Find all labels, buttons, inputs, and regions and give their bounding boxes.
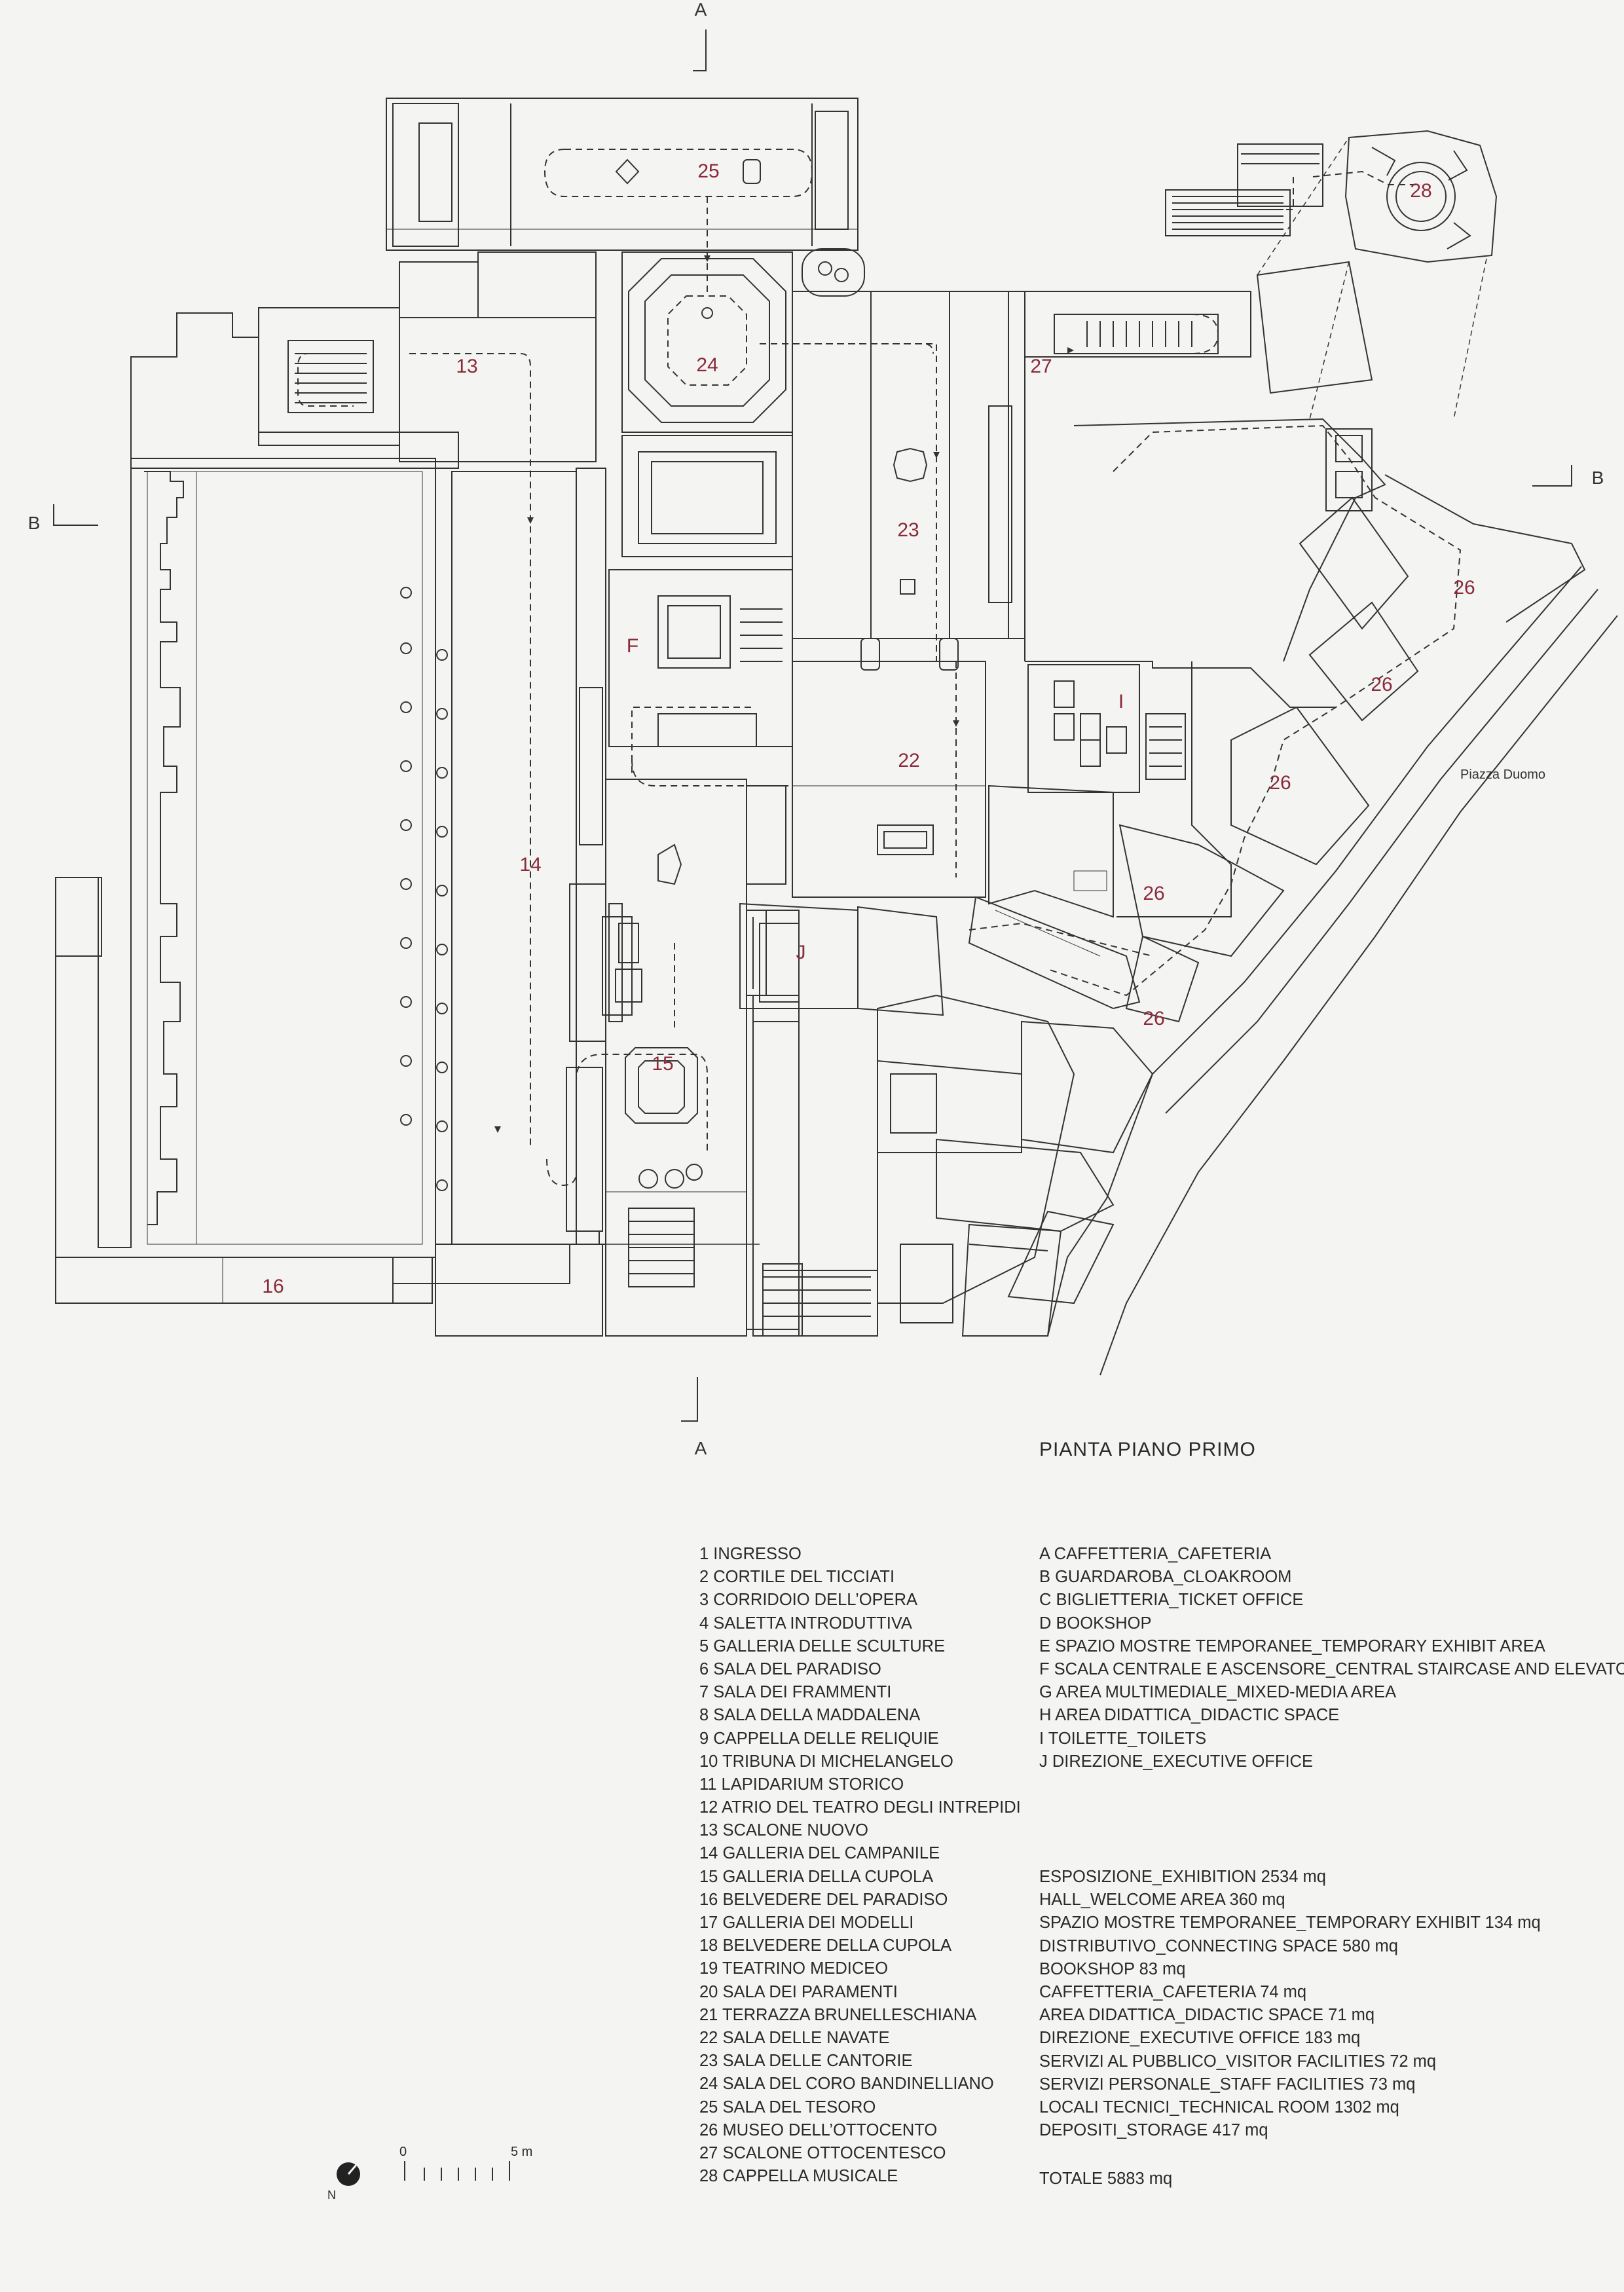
room-label-16: 16 — [262, 1276, 284, 1297]
north-arrow-icon — [337, 2162, 360, 2186]
legend-total: TOTALE 5883 mq — [1039, 2170, 1173, 2188]
section-marks — [53, 29, 1572, 1422]
legend-room-item: 5 GALLERIA DELLE SCULTURE — [699, 1636, 946, 1655]
legend-services: A CAFFETTERIA_CAFETERIA B GUARDAROBA_CLO… — [1039, 1543, 1624, 1773]
legend-room-item: 25 SALA DEL TESORO — [699, 2098, 876, 2116]
legend-area-item: HALL_WELCOME AREA 360 mq — [1039, 1891, 1285, 1910]
block-16 — [55, 1244, 878, 1337]
piazza-edge — [1047, 566, 1618, 1376]
legend-service-item: I TOILETTE_TOILETS — [1039, 1729, 1207, 1748]
scale-label-max: 5 m — [511, 2145, 533, 2159]
room-label-24: 24 — [696, 354, 718, 376]
room-label-28: 28 — [1410, 180, 1432, 202]
room-label-26e: 26 — [1143, 1008, 1165, 1029]
legend-room-item: 1 INGRESSO — [699, 1545, 802, 1563]
section-b-right: B — [1591, 468, 1604, 488]
room-label-13: 13 — [456, 356, 478, 377]
legend-service-item: G AREA MULTIMEDIALE_MIXED-MEDIA AREA — [1039, 1683, 1397, 1702]
legend-room-item: 4 SALETTA INTRODUTTIVA — [699, 1614, 912, 1633]
room-label-26c: 26 — [1269, 772, 1291, 794]
right-wing — [739, 291, 1586, 1337]
legend-room-item: 21 TERRAZZA BRUNELLESCHIANA — [699, 2005, 977, 2024]
legend-service-item: A CAFFETTERIA_CAFETERIA — [1039, 1545, 1272, 1563]
legend-area-item: DISTRIBUTIVO_CONNECTING SPACE 580 mq — [1039, 1936, 1398, 1955]
block-23 — [621, 291, 1025, 671]
legend-room-item: 16 BELVEDERE DEL PARADISO — [699, 1890, 948, 1909]
room-label-26a: 26 — [1453, 577, 1475, 599]
legend-area-item: CAFFETTERIA_CAFETERIA 74 mq — [1039, 1982, 1307, 2001]
legend-area-item: LOCALI TECNICI_TECHNICAL ROOM 1302 mq — [1039, 2098, 1399, 2116]
legend-room-item: 24 SALA DEL CORO BANDINELLIANO — [699, 2075, 994, 2094]
legend-area-item: AREA DIDATTICA_DIDACTIC SPACE 71 mq — [1039, 2006, 1375, 2025]
legend-room-item: 28 CAPPELLA MUSICALE — [699, 2167, 898, 2186]
legend-room-item: 2 CORTILE DEL TICCIATI — [699, 1568, 895, 1587]
legend-room-item: 8 SALA DELLA MADDALENA — [699, 1706, 921, 1725]
block-22 — [792, 661, 986, 898]
legend-rooms: 1 INGRESSO 2 CORTILE DEL TICCIATI 3 CORR… — [699, 1543, 1021, 2188]
legend-area-item: DIREZIONE_EXECUTIVE OFFICE 183 mq — [1039, 2029, 1361, 2048]
legend-room-item: 11 LAPIDARIUM STORICO — [699, 1775, 904, 1794]
legend-service-item: J DIREZIONE_EXECUTIVE OFFICE — [1039, 1752, 1313, 1771]
legend-room-item: 17 GALLERIA DEI MODELLI — [699, 1913, 914, 1932]
room-label-22: 22 — [898, 750, 920, 771]
scale-ticks — [404, 2161, 510, 2181]
legend-service-item: D BOOKSHOP — [1039, 1614, 1152, 1633]
room-label-25: 25 — [697, 160, 720, 182]
block-F — [608, 569, 793, 786]
legend-area-item: SERVIZI PERSONALE_STAFF FACILITIES 73 mq — [1039, 2075, 1416, 2094]
legend-service-item: F SCALA CENTRALE E ASCENSORE_CENTRAL STA… — [1039, 1659, 1624, 1678]
legend-room-item: 27 SCALONE OTTOCENTESCO — [699, 2143, 946, 2162]
section-a-top: A — [694, 0, 707, 20]
legend-area-item: SPAZIO MOSTRE TEMPORANEE_TEMPORARY EXHIB… — [1039, 1913, 1541, 1932]
legend-service-item: B GUARDAROBA_CLOAKROOM — [1039, 1568, 1292, 1587]
legend-room-item: 26 MUSEO DELL’OTTOCENTO — [699, 2120, 938, 2139]
legend-room-item: 23 SALA DELLE CANTORIE — [699, 2052, 913, 2071]
legend-room-item: 15 GALLERIA DELLA CUPOLA — [699, 1867, 934, 1886]
legend-service-item: E SPAZIO MOSTRE TEMPORANEE_TEMPORARY EXH… — [1039, 1636, 1545, 1655]
columns — [400, 587, 448, 1191]
legend-service-item: C BIGLIETTERIA_TICKET OFFICE — [1039, 1591, 1304, 1610]
north-label: N — [327, 2189, 336, 2202]
legend-room-item: 3 CORRIDOIO DELL’OPERA — [699, 1591, 918, 1610]
legend-area-item: ESPOSIZIONE_EXHIBITION 2534 mq — [1039, 1868, 1326, 1886]
legend-room-item: 22 SALA DELLE NAVATE — [699, 2028, 890, 2047]
block-24 — [621, 196, 865, 433]
room-label-23: 23 — [897, 519, 919, 541]
street-label: Piazza Duomo — [1460, 767, 1546, 782]
room-label-J: J — [796, 942, 806, 963]
legend-room-item: 20 SALA DEI PARAMENTI — [699, 1982, 898, 2001]
legend-service-item: H AREA DIDATTICA_DIDACTIC SPACE — [1039, 1706, 1340, 1725]
room-label-26d: 26 — [1143, 883, 1165, 904]
room-label-26b: 26 — [1371, 674, 1393, 695]
path-arrows — [494, 255, 1074, 1133]
block-13 — [258, 251, 597, 1146]
plan-title: PIANTA PIANO PRIMO — [1039, 1439, 1256, 1460]
scale-and-north — [337, 2161, 510, 2186]
room-label-27: 27 — [1030, 356, 1052, 377]
legend-room-item: 12 ATRIO DEL TEATRO DEGLI INTREPIDI — [699, 1798, 1021, 1817]
legend-areas: ESPOSIZIONE_EXHIBITION 2534 mq HALL_WELC… — [1039, 1866, 1541, 2142]
scale-label-zero: 0 — [399, 2145, 407, 2159]
legend-area-item: SERVIZI AL PUBBLICO_VISITOR FACILITIES 7… — [1039, 2052, 1437, 2071]
legend-room-item: 7 SALA DEI FRAMMENTI — [699, 1683, 892, 1702]
room-label-15: 15 — [652, 1053, 674, 1075]
legend-room-item: 9 CAPPELLA DELLE RELIQUIE — [699, 1729, 939, 1748]
legend-area-item: DEPOSITI_STORAGE 417 mq — [1039, 2121, 1268, 2140]
room-label-I: I — [1118, 691, 1124, 712]
legend-room-item: 13 SCALONE NUOVO — [699, 1821, 868, 1840]
legend-room-item: 6 SALA DEL PARADISO — [699, 1659, 881, 1678]
floor-plan-drawing — [53, 29, 1618, 2175]
section-a-bottom: A — [694, 1438, 707, 1458]
legend-room-item: 10 TRIBUNA DI MICHELANGELO — [699, 1752, 953, 1771]
block-25 — [386, 98, 858, 251]
legend-room-item: 19 TEATRINO MEDICEO — [699, 1959, 889, 1978]
legend-room-item: 18 BELVEDERE DELLA CUPOLA — [699, 1936, 952, 1955]
legend-area-item: BOOKSHOP 83 mq — [1039, 1959, 1186, 1978]
legend-room-item: 14 GALLERIA DEL CAMPANILE — [699, 1844, 940, 1863]
room-label-F: F — [626, 635, 639, 657]
section-b-left: B — [28, 513, 41, 533]
room-label-14: 14 — [519, 854, 542, 876]
floor-plan: 25 28 13 24 27 23 F 26 26 I 26 22 14 26 … — [28, 0, 1618, 2175]
block-28 — [1165, 130, 1498, 420]
